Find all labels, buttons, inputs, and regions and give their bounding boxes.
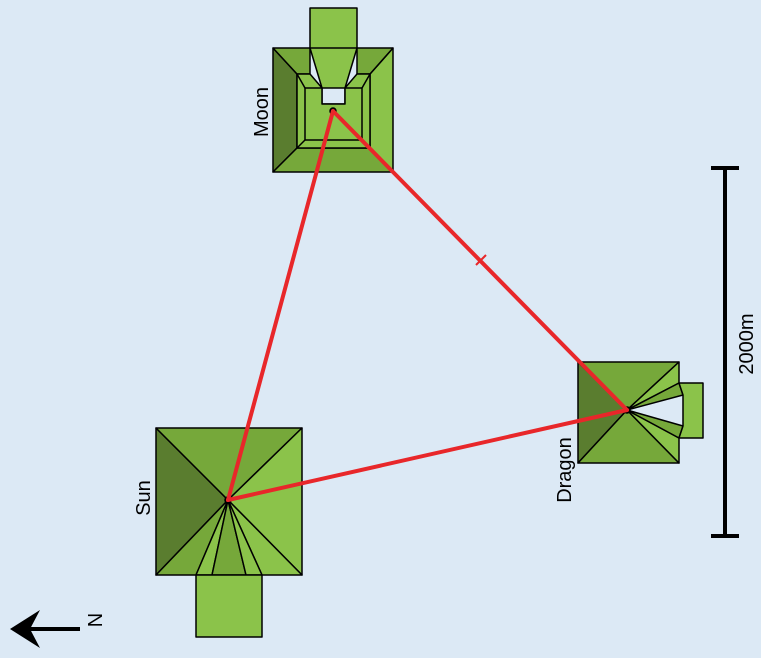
sun-pyramid bbox=[155, 427, 303, 638]
line-moon-sun bbox=[226, 109, 335, 502]
moon-pyramid bbox=[272, 7, 394, 173]
scale-bar bbox=[711, 166, 739, 538]
dragon-ramp bbox=[678, 382, 704, 439]
moon-label: Moon bbox=[251, 87, 273, 137]
sun-ramp bbox=[195, 574, 263, 638]
dragon-label: Dragon bbox=[554, 437, 576, 503]
scale-label: 2000m bbox=[736, 313, 758, 374]
north-arrow-icon bbox=[10, 610, 80, 648]
sun-label: Sun bbox=[133, 480, 155, 516]
midpoint-tick bbox=[475, 254, 487, 266]
north-label: N bbox=[85, 613, 107, 627]
line-sun-dragon bbox=[226, 408, 629, 502]
dragon-pyramid bbox=[577, 361, 704, 464]
